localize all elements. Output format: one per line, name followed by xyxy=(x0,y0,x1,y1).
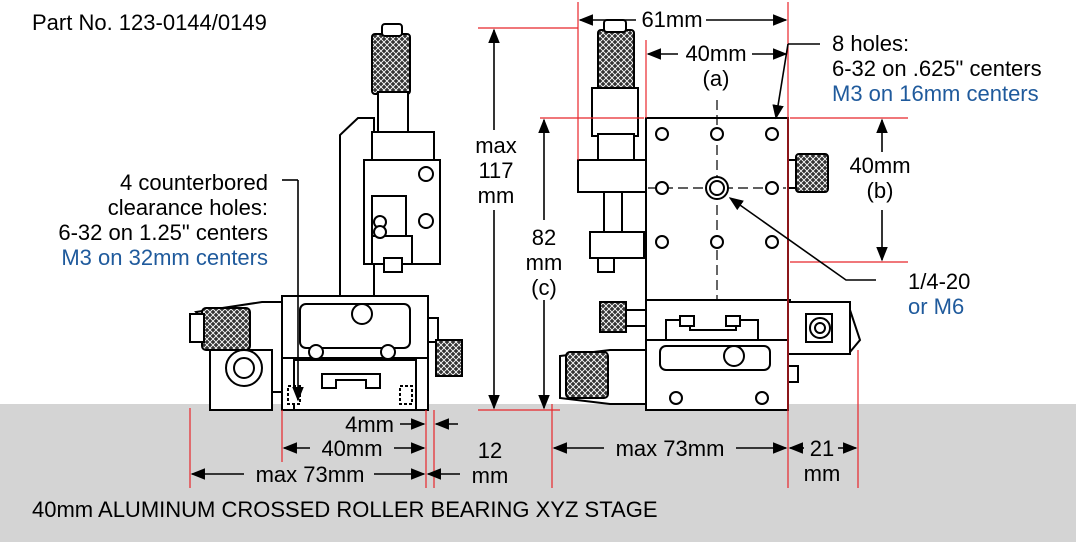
right-holes-note-metric: M3 on 16mm centers xyxy=(832,81,1039,106)
height-c-line1: 82 xyxy=(532,225,556,250)
dimension-lines xyxy=(189,2,908,488)
center-hole-label: 1/4-20 xyxy=(908,269,970,294)
dim-40mm-a: 40mm xyxy=(685,41,746,66)
dim-40mm-b: 40mm xyxy=(849,153,910,178)
right-holes-note-line2: 6-32 on .625" centers xyxy=(832,56,1042,81)
floor-band xyxy=(0,404,1076,542)
left-holes-note-metric: M3 on 32mm centers xyxy=(61,245,268,270)
center-hole-metric: or M6 xyxy=(908,294,964,319)
dim-max73-left: max 73mm xyxy=(256,462,365,487)
dim-40mm-a-label: (a) xyxy=(703,66,730,91)
dim-40mm-left: 40mm xyxy=(321,436,382,461)
dim-21-line2: mm xyxy=(804,461,841,486)
right-holes-note-line1: 8 holes: xyxy=(832,31,909,56)
dim-21-line1: 21 xyxy=(810,436,834,461)
left-holes-note-line3: 6-32 on 1.25" centers xyxy=(58,220,268,245)
caption: 40mm ALUMINUM CROSSED ROLLER BEARING XYZ… xyxy=(32,497,658,522)
part-number: Part No. 123-0144/0149 xyxy=(32,10,267,35)
dim-12-line1: 12 xyxy=(478,438,502,463)
left-stage-side-view xyxy=(189,23,463,411)
dim-61mm: 61mm xyxy=(641,7,702,32)
dim-40mm-b-label: (b) xyxy=(867,178,894,203)
dim-max73-right: max 73mm xyxy=(616,436,725,461)
left-holes-note-line1: 4 counterbored xyxy=(120,170,268,195)
mounting-holes xyxy=(648,100,786,300)
max-height-line2: 117 xyxy=(478,158,513,183)
dimension-arrows xyxy=(190,14,888,480)
left-holes-note-line2: clearance holes: xyxy=(108,195,268,220)
max-height-line1: max xyxy=(475,133,517,158)
dim-4mm: 4mm xyxy=(345,412,394,437)
dim-12-line2: mm xyxy=(472,463,509,488)
height-c-line2: mm xyxy=(526,250,563,275)
height-c-line3: (c) xyxy=(531,275,557,300)
max-height-line3: mm xyxy=(478,183,515,208)
